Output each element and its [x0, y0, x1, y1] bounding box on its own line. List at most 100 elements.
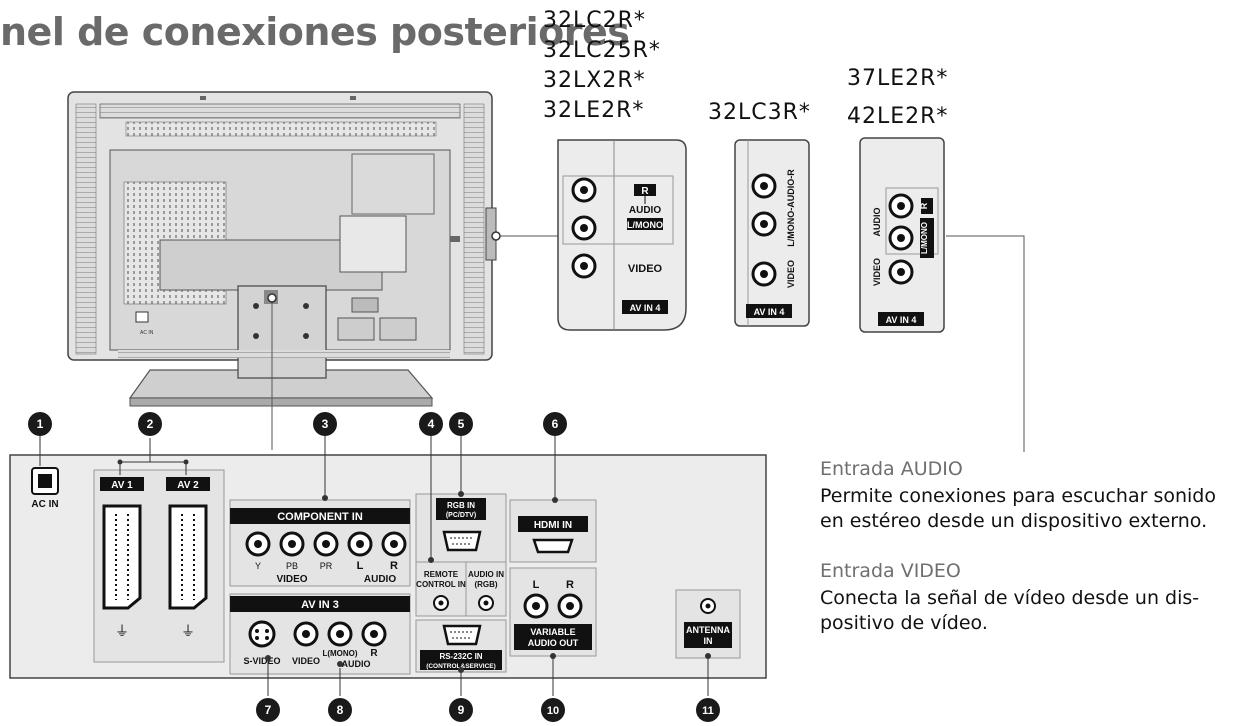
svg-text:AUDIO: AUDIO — [342, 659, 371, 669]
description-heading: Entrada AUDIO — [820, 458, 963, 480]
svg-text:1: 1 — [37, 417, 44, 431]
side-panel-group1: R AUDIO L/MONO VIDEO AV IN 4 — [557, 139, 687, 331]
svg-text:AUDIO: AUDIO — [629, 205, 661, 216]
av2-label: AV 2 — [177, 480, 199, 491]
svg-text:IN: IN — [704, 636, 713, 646]
scart-connector-icon — [102, 504, 142, 610]
svg-text:AC IN: AC IN — [140, 330, 154, 336]
svg-text:AUDIO: AUDIO — [364, 574, 396, 585]
svg-text:CONTROL IN: CONTROL IN — [416, 580, 466, 589]
model-label: 32LC2R* — [543, 8, 646, 33]
rca-jack-icon — [381, 531, 407, 557]
rca-jack-icon — [751, 211, 777, 237]
svg-text:AV IN 4: AV IN 4 — [754, 307, 785, 317]
svg-text:6: 6 — [552, 417, 559, 431]
svg-text:L/MONO-AUDIO-R: L/MONO-AUDIO-R — [786, 169, 796, 247]
svg-text:VARIABLE: VARIABLE — [530, 627, 575, 637]
mini-jack-icon — [433, 595, 449, 611]
hdmi-port-icon — [532, 538, 574, 554]
model-label: 42LE2R* — [847, 104, 949, 129]
svg-text:R: R — [566, 579, 574, 591]
callout-badge-5: 5 — [449, 412, 473, 436]
svg-text:10: 10 — [547, 705, 559, 717]
svg-text:S-VIDEO: S-VIDEO — [243, 656, 280, 666]
rca-jack-icon — [751, 173, 777, 199]
tv-ac-in-label: AC IN — [135, 311, 154, 336]
callout-badge-11: 11 — [696, 698, 720, 722]
component-in-label: COMPONENT IN — [277, 511, 363, 523]
svg-text:8: 8 — [337, 703, 344, 717]
callout-badge-1: 1 — [28, 412, 52, 436]
d-sub-connector-icon — [442, 624, 482, 646]
side-panel-group2: L/MONO-AUDIO-R VIDEO AV IN 4 — [734, 139, 810, 327]
ac-in-label: AC IN — [31, 499, 58, 510]
svg-text:9: 9 — [458, 703, 465, 717]
svg-text:VIDEO: VIDEO — [786, 260, 796, 288]
rear-connection-panel: AC IN AV 1 AV 2 ⏚ ⏚ COMPONENT IN Y PB PR — [9, 454, 767, 679]
rca-jack-icon — [279, 531, 305, 557]
svg-text:VIDEO: VIDEO — [872, 258, 882, 286]
svg-text:ANTENNA: ANTENNA — [686, 625, 730, 635]
mini-jack-icon — [478, 595, 494, 611]
callout-badge-8: 8 — [328, 698, 352, 722]
model-label: 32LC25R* — [543, 38, 661, 63]
svg-text:AUDIO: AUDIO — [872, 208, 882, 237]
svg-text:AV IN 4: AV IN 4 — [886, 315, 917, 325]
av-in3-label: AV IN 3 — [301, 599, 339, 611]
svg-text:R: R — [370, 648, 378, 659]
svg-text:AV IN 4: AV IN 4 — [630, 303, 661, 313]
svg-text:L: L — [357, 560, 364, 572]
rca-jack-icon — [751, 261, 777, 287]
svg-text:2: 2 — [147, 417, 154, 431]
model-label: 32LX2R* — [543, 68, 646, 93]
description-heading: Entrada VIDEO — [820, 560, 961, 582]
ac-in-socket-icon — [31, 467, 59, 495]
svg-text:VIDEO: VIDEO — [292, 656, 320, 666]
svg-text:7: 7 — [265, 703, 272, 717]
callout-badge-3: 3 — [313, 412, 337, 436]
callout-badge-7: 7 — [256, 698, 280, 722]
callout-badge-9: 9 — [449, 698, 473, 722]
description-audio: Entrada AUDIO Permite conexiones para es… — [820, 458, 1235, 534]
antenna-connector-icon — [700, 598, 716, 614]
model-label: 37LE2R* — [847, 66, 949, 91]
rca-jack-icon — [571, 253, 597, 279]
rca-jack-icon — [557, 593, 583, 619]
svg-text:Y: Y — [255, 561, 261, 571]
svg-text:R: R — [919, 202, 929, 209]
svg-text:R: R — [390, 560, 398, 572]
ground-icon: ⏚ — [181, 623, 195, 639]
svg-text:PB: PB — [286, 561, 298, 571]
rca-jack-icon — [293, 621, 319, 647]
svg-text:RGB IN: RGB IN — [447, 501, 475, 510]
svg-text:(CONTROL&SERVICE): (CONTROL&SERVICE) — [426, 663, 496, 670]
model-list-group3: 37LE2R* 42LE2R* — [847, 60, 948, 136]
rca-jack-icon — [347, 531, 373, 557]
s-video-connector-icon — [248, 620, 276, 648]
d-sub-connector-icon — [442, 530, 482, 552]
model-label: 32LE2R* — [543, 98, 645, 123]
svg-text:L/MONO: L/MONO — [627, 220, 663, 230]
svg-text:L/MONO: L/MONO — [920, 222, 929, 254]
svg-text:(PC/DTV): (PC/DTV) — [446, 512, 476, 519]
side-panel-group3: AUDIO VIDEO R L/MONO AV IN 4 — [859, 137, 945, 333]
description-line: Conecta la señal de vídeo desde un dis- — [820, 587, 1200, 609]
svg-text:4: 4 — [428, 417, 435, 431]
svg-text:REMOTE: REMOTE — [424, 570, 459, 579]
svg-text:L(MONO): L(MONO) — [322, 649, 357, 658]
model-label: 32LC3R* — [708, 100, 811, 125]
svg-text:AUDIO IN: AUDIO IN — [468, 570, 504, 579]
rca-jack-icon — [571, 215, 597, 241]
callout-badge-6: 6 — [543, 412, 567, 436]
callout-badge-2: 2 — [138, 412, 162, 436]
rca-jack-icon — [313, 531, 339, 557]
description-video: Entrada VIDEO Conecta la señal de vídeo … — [820, 560, 1235, 636]
svg-text:5: 5 — [458, 417, 465, 431]
svg-text:R: R — [641, 186, 649, 197]
svg-text:VIDEO: VIDEO — [628, 263, 663, 275]
callout-badge-4: 4 — [419, 412, 443, 436]
svg-text:AUDIO OUT: AUDIO OUT — [528, 638, 579, 648]
svg-text:VIDEO: VIDEO — [276, 574, 307, 585]
rca-jack-icon — [523, 593, 549, 619]
